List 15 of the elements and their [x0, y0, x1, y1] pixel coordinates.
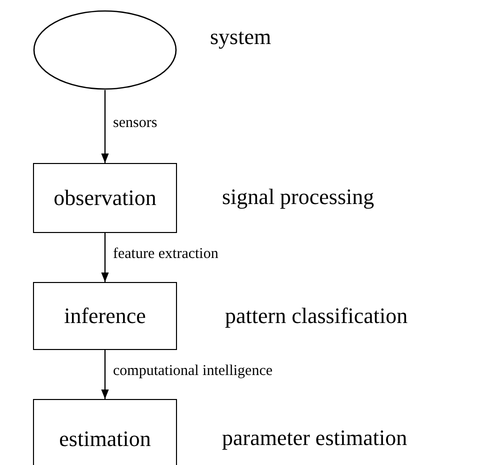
ellipse-node: [33, 10, 177, 90]
node-description: system: [210, 24, 272, 50]
process-box: [33, 399, 177, 465]
arrow: [101, 233, 109, 282]
process-box: [33, 163, 177, 233]
edge-label: computational intelligence: [111, 362, 275, 380]
box-label: estimation: [59, 426, 151, 452]
box-label: inference: [64, 303, 146, 329]
process-box: [33, 282, 177, 350]
node-description: pattern classification: [225, 303, 408, 329]
node-description: signal processing: [222, 184, 374, 210]
arrow: [101, 350, 109, 399]
arrow: [101, 90, 109, 163]
box-label: observation: [54, 185, 156, 211]
node-description: parameter estimation: [222, 425, 408, 451]
